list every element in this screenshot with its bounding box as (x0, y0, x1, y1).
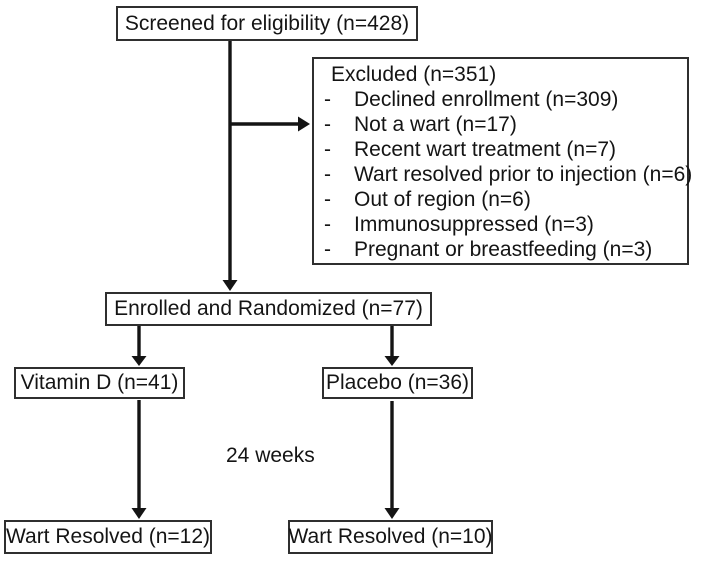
excluded-item: - Recent wart treatment (n=7) (314, 137, 683, 162)
excluded-item-label: Pregnant or breastfeeding (n=3) (354, 238, 653, 261)
excluded-item: - Declined enrollment (n=309) (314, 87, 683, 112)
excluded-item: - Immunosuppressed (n=3) (314, 212, 683, 237)
dash-bullet: - (324, 213, 331, 236)
screened-label: Screened for eligibility (n=428) (124, 11, 410, 35)
excluded-item-label: Out of region (n=6) (354, 188, 531, 211)
excluded-item-label: Recent wart treatment (n=7) (354, 138, 617, 161)
screened-box: Screened for eligibility (n=428) (116, 6, 418, 41)
timepoint-label: 24 weeks (226, 444, 315, 467)
excluded-item-label: Not a wart (n=17) (354, 113, 517, 136)
excluded-item-label: Declined enrollment (n=309) (354, 88, 619, 111)
excluded-item-label: Wart resolved prior to injection (n=6) (354, 163, 693, 186)
arrow-vitamin-d-to-outcome (131, 400, 147, 519)
arrow-placebo-to-outcome (384, 401, 400, 519)
wart-resolved-placebo-label: Wart Resolved (n=10) (288, 525, 493, 548)
dash-bullet: - (324, 238, 331, 261)
excluded-item: - Out of region (n=6) (314, 187, 683, 212)
excluded-item: - Pregnant or breastfeeding (n=3) (314, 237, 683, 262)
arrow-enrolled-to-placebo (384, 326, 400, 366)
wart-resolved-vitamin-d-label: Wart Resolved (n=12) (5, 525, 211, 548)
excluded-item: - Wart resolved prior to injection (n=6) (314, 162, 692, 187)
excluded-item-label: Immunosuppressed (n=3) (354, 213, 594, 236)
wart-resolved-vitamin-d-box: Wart Resolved (n=12) (4, 520, 212, 554)
vitamin-d-arm-box: Vitamin D (n=41) (14, 367, 185, 399)
dash-bullet: - (324, 138, 331, 161)
arrow-enrolled-to-vitamin-d (131, 326, 147, 366)
vitamin-d-label: Vitamin D (n=41) (20, 371, 179, 394)
dash-bullet: - (324, 188, 331, 211)
enrolled-randomized-box: Enrolled and Randomized (n=77) (105, 292, 432, 326)
enrolled-label: Enrolled and Randomized (n=77) (114, 297, 423, 320)
arrow-to-excluded (229, 116, 310, 132)
excluded-box: Excluded (n=351) - Declined enrollment (… (312, 57, 692, 265)
dash-bullet: - (324, 113, 331, 136)
excluded-title: Excluded (n=351) (331, 63, 497, 86)
excluded-item: - Not a wart (n=17) (314, 112, 683, 137)
wart-resolved-placebo-box: Wart Resolved (n=10) (288, 520, 493, 554)
placebo-label: Placebo (n=36) (325, 371, 469, 394)
dash-bullet: - (324, 88, 331, 111)
arrow-screened-to-enrolled (222, 41, 238, 291)
placebo-arm-box: Placebo (n=36) (322, 367, 473, 399)
dash-bullet: - (324, 163, 331, 186)
